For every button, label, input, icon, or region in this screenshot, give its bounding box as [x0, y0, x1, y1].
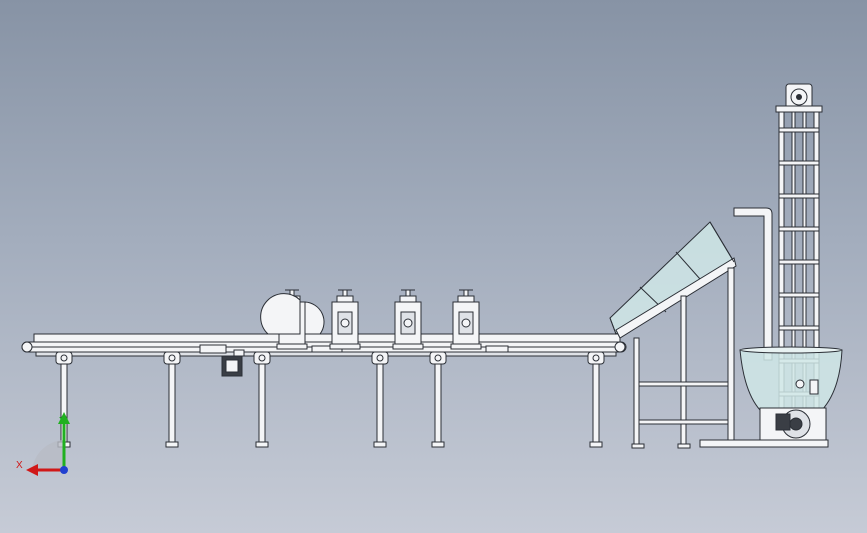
roller-station: [392, 289, 424, 350]
roller-guard: [304, 301, 325, 335]
conveyor-legs: [55, 351, 605, 448]
conveyor-leg: [429, 351, 447, 448]
conveyor-leg: [371, 351, 389, 448]
feed-hopper: [739, 346, 843, 411]
drive-motor: [221, 349, 245, 377]
conveyor-leg: [253, 351, 271, 448]
coordinate-triad: X Y: [16, 412, 70, 476]
elevator-base: [699, 379, 829, 448]
roller-station: [450, 289, 482, 350]
roller-guard: [260, 293, 301, 335]
belt-conveyor: [21, 333, 627, 357]
conveyor-leg: [163, 351, 181, 448]
inclined-conveyor: [609, 221, 737, 339]
roller-station: [329, 289, 361, 350]
x-axis-label: X: [16, 460, 23, 471]
conveyor-leg: [587, 351, 605, 448]
y-axis-label: Y: [59, 416, 66, 427]
discharge-pipe: [733, 207, 773, 361]
